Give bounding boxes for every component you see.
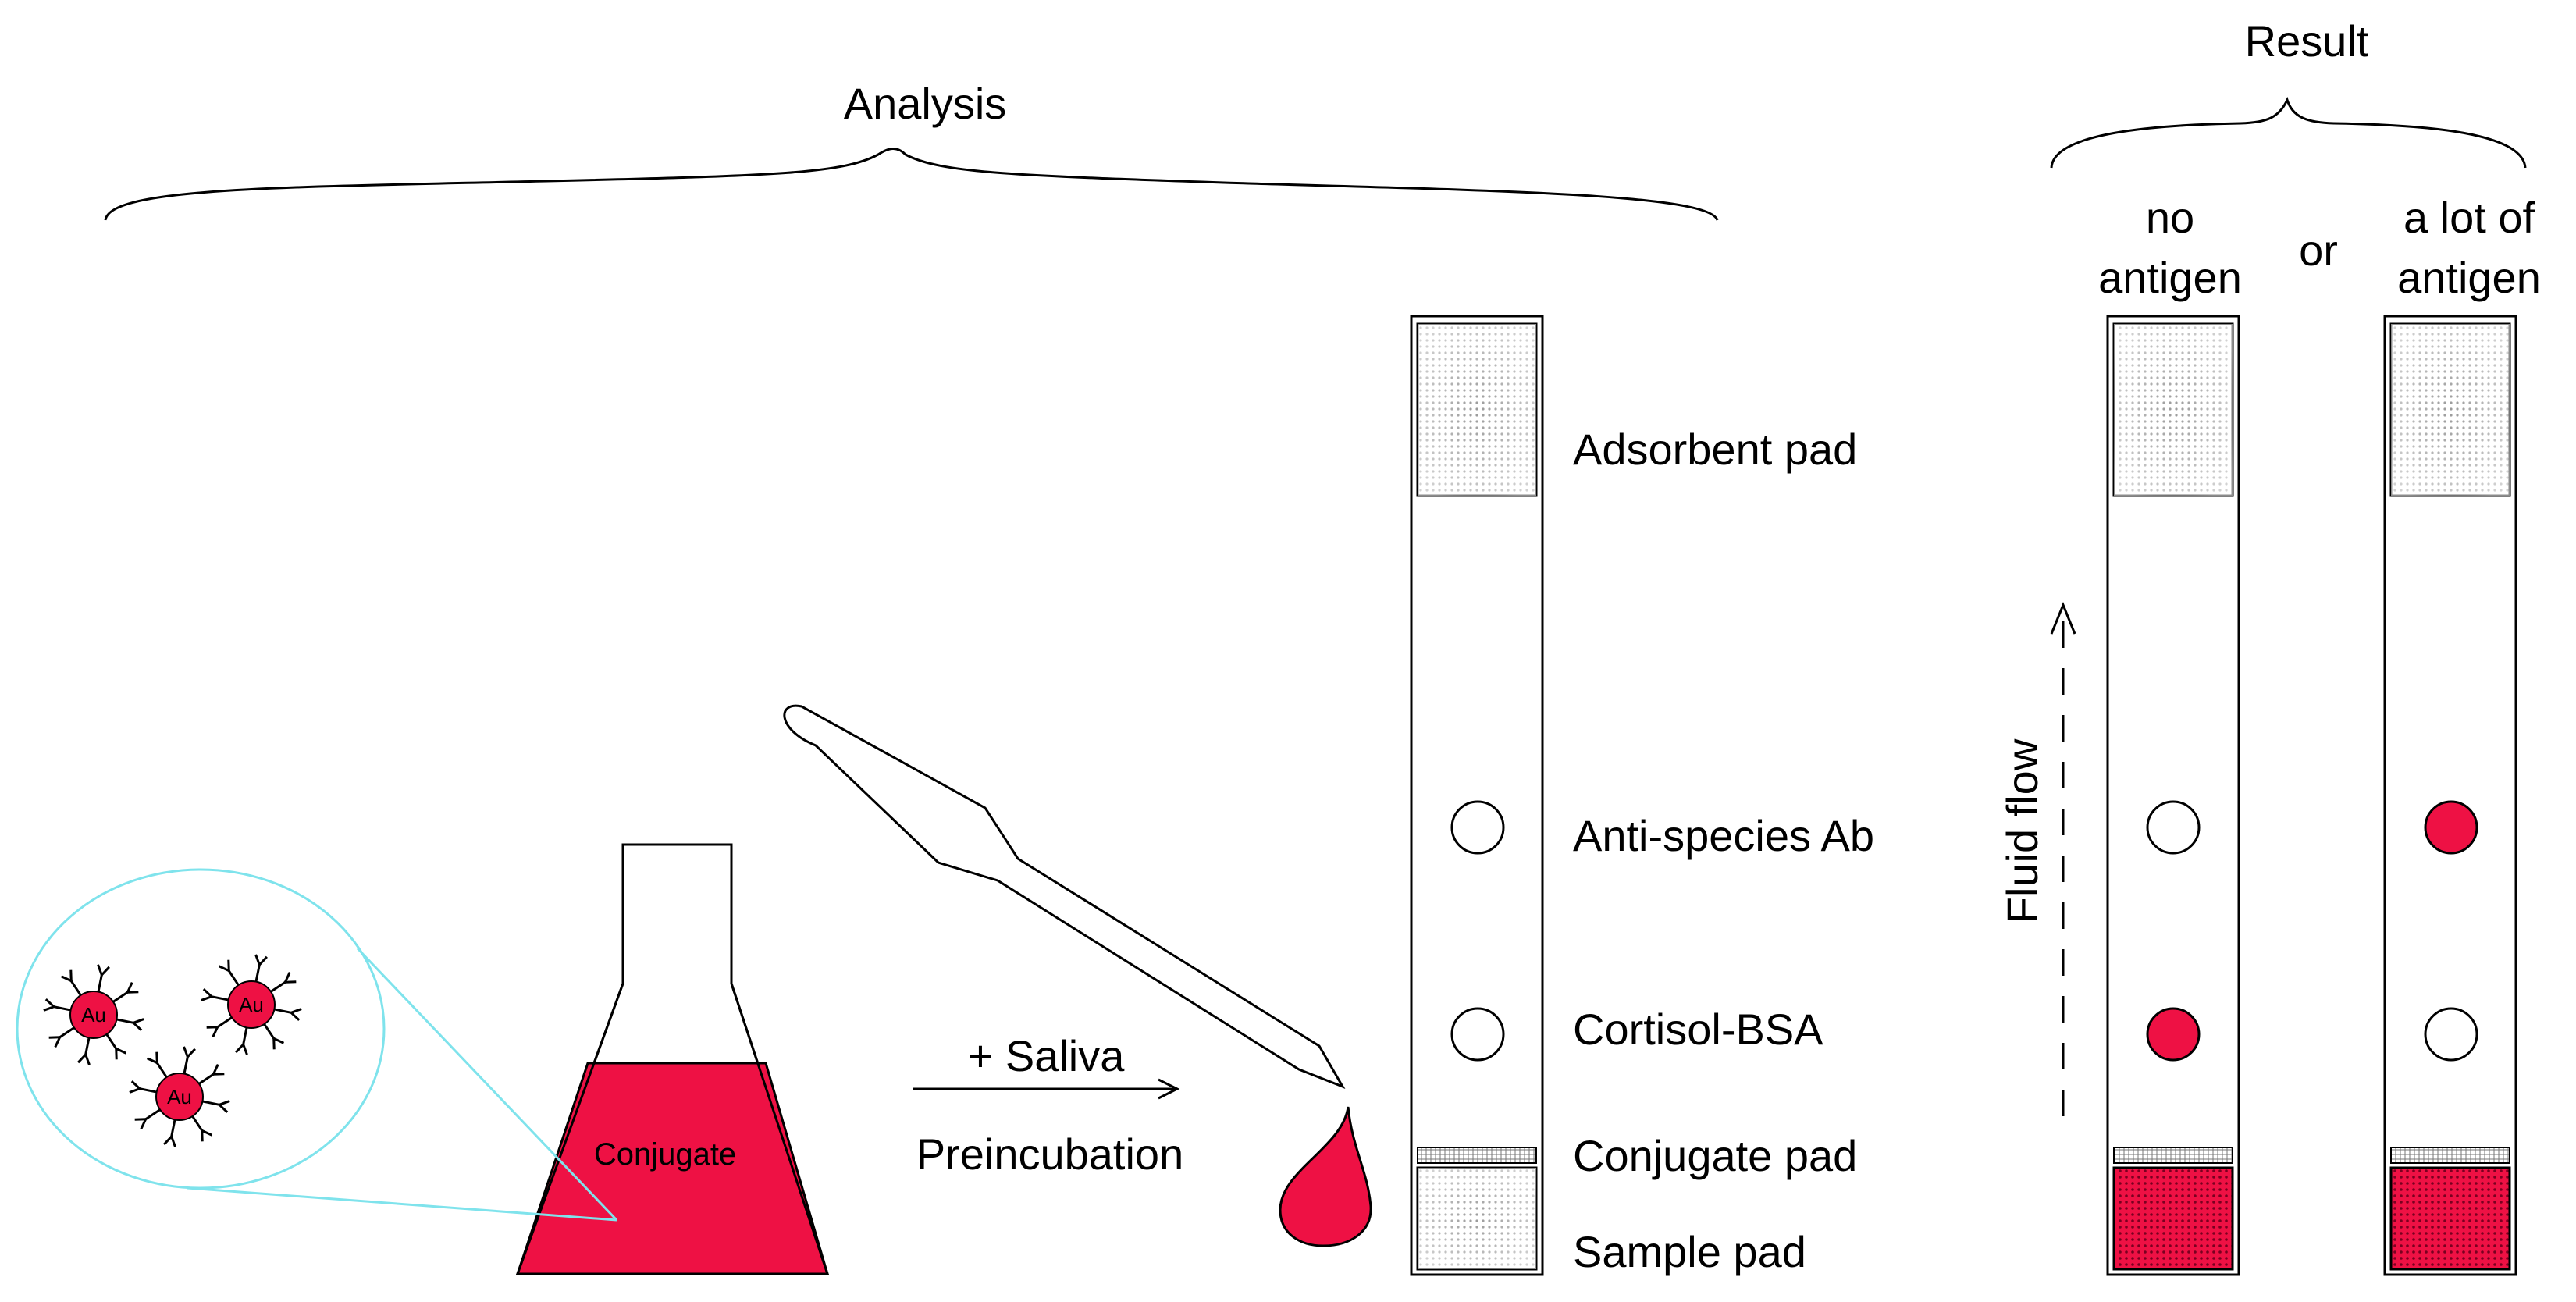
no-antigen-label-line2: antigen [2098,253,2242,302]
analysis-strip [1410,315,1544,1276]
flask-label: Conjugate [594,1137,736,1172]
pipette [783,704,1346,1089]
cortisol-bsa-test-dot [1450,1007,1505,1062]
au-label: Au [239,993,264,1016]
preincubation-label: Preincubation [916,1129,1183,1179]
fluid-flow-arrow [2050,602,2076,1116]
lot-antigen-cortisol-dot [2424,1007,2478,1062]
no-antigen-cortisol-dot [2146,1007,2201,1062]
analysis-heading: Analysis [844,79,1007,128]
result-heading: Result [2245,16,2369,66]
au-label: Au [81,1003,106,1026]
lot-antigen-anti-species-dot [2424,800,2478,855]
sample-drop [1279,1106,1372,1247]
adsorbent-pad-label: Adsorbent pad [1573,425,1857,474]
au-particle: Au [43,964,144,1065]
sample-pad-label: Sample pad [1573,1227,1806,1276]
anti-species-label: Anti-species Ab [1573,811,1874,860]
au-label: Au [167,1085,192,1108]
cortisol-bsa-label: Cortisol-BSA [1573,1005,1823,1054]
anti-species-test-dot [1450,800,1505,855]
no-antigen-anti-species-dot [2146,800,2201,855]
result-brace [2050,96,2527,169]
conjugate-flask [515,843,830,1275]
au-particle: Au [129,1046,230,1147]
no-antigen-label-line1: no [2146,193,2194,242]
au-particle: Au [201,954,302,1055]
or-label: or [2299,226,2338,275]
saliva-label: + Saliva [968,1031,1126,1080]
lot-antigen-label-line2: antigen [2397,253,2541,302]
result-strip-no-antigen [2106,315,2240,1276]
lot-antigen-label-line1: a lot of [2403,193,2535,242]
conjugate-pad-label: Conjugate pad [1573,1131,1857,1180]
zoom-callout [16,868,618,1222]
result-strip-lot-antigen [2383,315,2517,1276]
fluid-flow-label: Fluid flow [1998,738,2047,923]
analysis-brace [104,148,1719,221]
